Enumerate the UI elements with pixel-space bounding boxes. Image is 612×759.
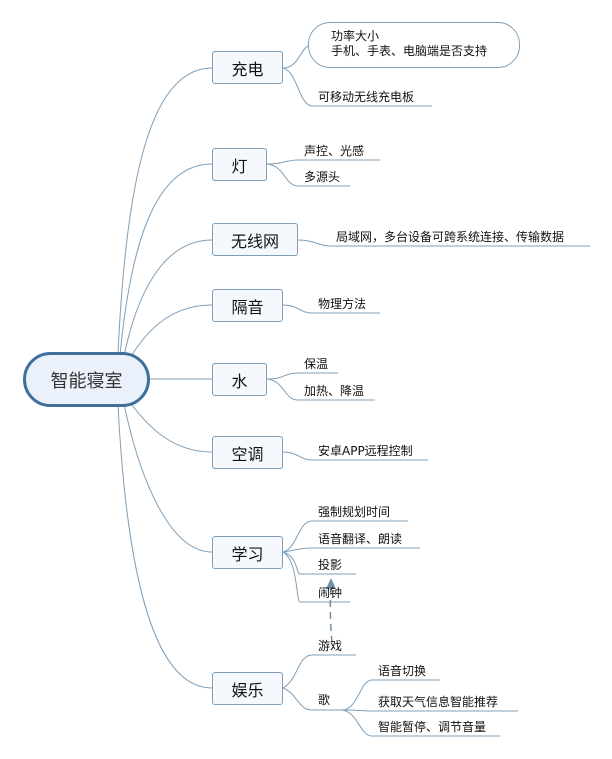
node-study[interactable]: 学习: [212, 536, 283, 569]
node-aircon[interactable]: 空调: [212, 436, 283, 469]
node-water[interactable]: 水: [212, 363, 267, 396]
edge-root-charging: [117, 67, 213, 355]
callout-line: 功率大小: [331, 29, 380, 43]
leaf-text[interactable]: 游戏: [318, 639, 343, 653]
callout-charging-note[interactable]: 功率大小 手机、手表、电脑端是否支持: [308, 22, 520, 68]
leaf-text[interactable]: 保温: [304, 357, 329, 371]
edge-root-aircon: [129, 401, 213, 453]
node-entertainment[interactable]: 娱乐: [212, 672, 283, 705]
leaf-text[interactable]: 语音翻译、朗读: [318, 532, 403, 546]
leaf-text[interactable]: 物理方法: [318, 297, 367, 311]
node-soundproof[interactable]: 隔音: [212, 289, 283, 322]
arrowhead: [326, 578, 336, 589]
leaf-text[interactable]: 智能暂停、调节音量: [378, 720, 487, 734]
leaf-text[interactable]: 加热、降温: [304, 384, 365, 398]
root-node[interactable]: 智能寝室: [23, 352, 150, 407]
leaf-text[interactable]: 获取天气信息智能推荐: [378, 695, 499, 709]
edge-root-wifi: [123, 239, 213, 357]
leaf-text[interactable]: 安卓APP远程控制: [318, 444, 413, 458]
leaf-text[interactable]: 语音切换: [378, 664, 427, 678]
node-light[interactable]: 灯: [212, 148, 267, 181]
leaf-text[interactable]: 投影: [318, 558, 343, 572]
edge-root-study: [123, 403, 213, 553]
leaf-text[interactable]: 闹钟: [318, 586, 343, 600]
leaf-text[interactable]: 声控、光感: [304, 144, 365, 158]
node-charging[interactable]: 充电: [212, 51, 283, 84]
node-wifi[interactable]: 无线网: [212, 223, 298, 256]
callout-line: 手机、手表、电脑端是否支持: [331, 44, 488, 58]
edge-root-light: [119, 163, 213, 356]
leaf-text[interactable]: 歌: [318, 693, 331, 707]
leaf-text[interactable]: 可移动无线充电板: [318, 90, 415, 104]
leaf-text[interactable]: 多源头: [304, 170, 341, 184]
leaf-text[interactable]: 局域网，多台设备可跨系统连接、传输数据: [336, 230, 565, 244]
edge-root-soundproof: [129, 304, 213, 359]
leaf-text[interactable]: 强制规划时间: [318, 505, 391, 519]
edge-root-entertainment: [117, 404, 213, 689]
dashed-arrow-game-to-projection: [329, 585, 333, 644]
